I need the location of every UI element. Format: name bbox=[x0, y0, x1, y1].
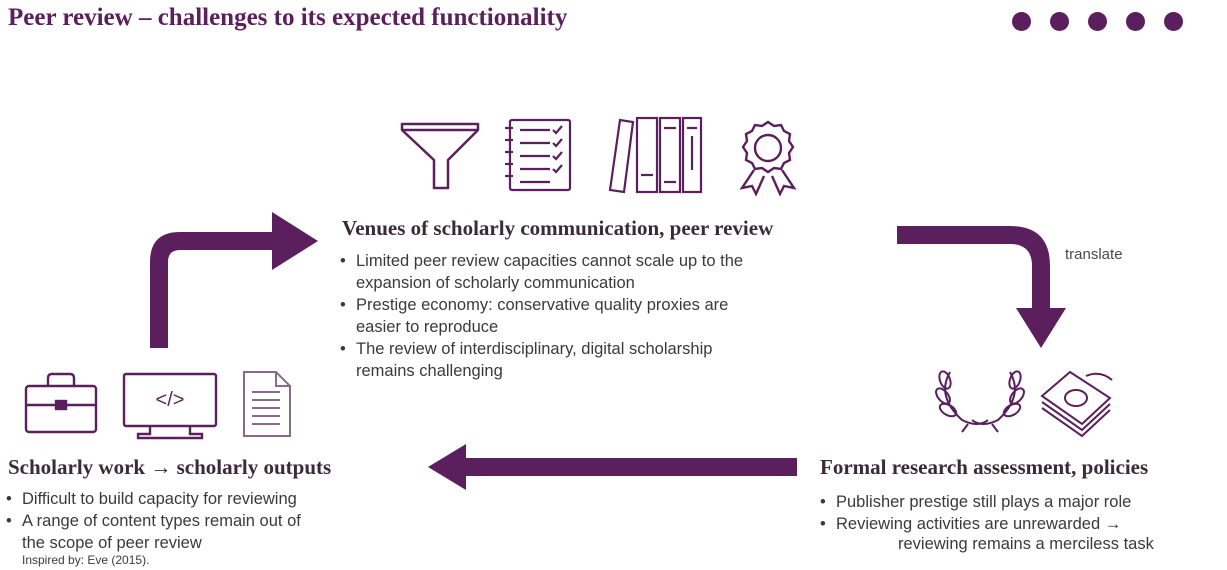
arrow-venues-to-assessment bbox=[897, 226, 1066, 348]
pagination-dots bbox=[1012, 12, 1183, 31]
list-item: A range of content types remain out of t… bbox=[6, 510, 316, 554]
money-stack-icon bbox=[1040, 370, 1113, 438]
list-item: Difficult to build capacity for reviewin… bbox=[6, 488, 316, 510]
funnel-icon bbox=[400, 122, 480, 190]
credit-note: Inspired by: Eve (2015). bbox=[22, 553, 150, 567]
list-item: Publisher prestige still plays a major r… bbox=[820, 491, 1220, 513]
arrow-label-translate: translate bbox=[1065, 246, 1123, 263]
svg-text:</>: </> bbox=[156, 389, 185, 411]
dot-indicator bbox=[1088, 12, 1107, 31]
list-item: Reviewing activities are unrewarded → bbox=[820, 513, 1220, 535]
venues-bullet-list: Limited peer review capacities cannot sc… bbox=[340, 250, 770, 382]
dot-indicator bbox=[1050, 12, 1069, 31]
list-item: The review of interdisciplinary, digital… bbox=[340, 338, 770, 382]
books-icon bbox=[608, 116, 703, 194]
document-icon bbox=[243, 371, 291, 437]
dot-indicator bbox=[1164, 12, 1183, 31]
list-item: Limited peer review capacities cannot sc… bbox=[340, 250, 770, 294]
code-monitor-icon: </> bbox=[122, 372, 218, 440]
briefcase-icon bbox=[24, 372, 98, 434]
award-ribbon-icon bbox=[739, 120, 797, 197]
arrow-assessment-to-work bbox=[428, 444, 797, 490]
page-title: Peer review – challenges to its expected… bbox=[8, 4, 568, 31]
scholarly-heading: Scholarly work → scholarly outputs bbox=[8, 455, 332, 479]
arrow-work-to-venues bbox=[150, 212, 318, 348]
laurel-wreath-icon bbox=[935, 370, 1025, 433]
checklist-icon bbox=[505, 118, 572, 192]
dot-indicator bbox=[1012, 12, 1031, 31]
scholarly-bullet-list: Difficult to build capacity for reviewin… bbox=[6, 488, 316, 554]
list-item: Prestige economy: conservative quality p… bbox=[340, 294, 770, 338]
dot-indicator bbox=[1126, 12, 1145, 31]
assessment-heading: Formal research assessment, policies bbox=[820, 455, 1149, 479]
venues-heading: Venues of scholarly communication, peer … bbox=[342, 216, 774, 240]
assessment-bullet-continuation: reviewing remains a merciless task bbox=[898, 535, 1154, 553]
assessment-bullet-list: Publisher prestige still plays a major r… bbox=[820, 491, 1220, 535]
